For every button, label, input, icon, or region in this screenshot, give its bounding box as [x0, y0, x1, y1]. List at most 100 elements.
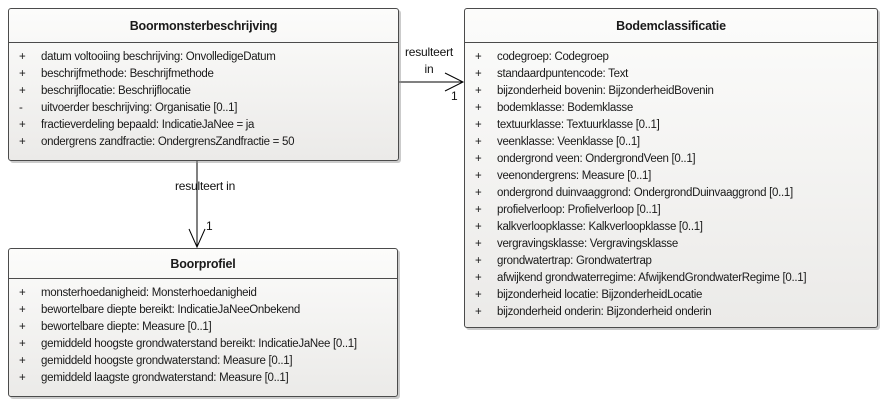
association-target-multiplicity: 1: [451, 89, 458, 103]
attribute-text: ondergrond duinvaaggrond: OndergrondDuin…: [497, 187, 793, 199]
attribute-row: + beschrijfmethode: Beschrijfmethode: [19, 66, 396, 83]
attribute-text: datum voltooiing beschrijving: Onvolledi…: [41, 51, 276, 63]
attribute-row: + beschrijflocatie: Beschrijflocatie: [19, 83, 396, 100]
attribute-row: + veenondergrens: Measure [0..1]: [475, 168, 875, 185]
association-name: resulteert in: [174, 179, 236, 193]
class-box-bodemclassificatie[interactable]: Bodemclassificatie + codegroep: Codegroe…: [464, 8, 878, 328]
attribute-row: + ondergrond veen: OndergrondVeen [0..1]: [475, 151, 875, 168]
attribute-row: + profielverloop: Profielverloop [0..1]: [475, 202, 875, 219]
visibility-symbol: -: [19, 102, 23, 114]
attribute-text: gemiddeld hoogste grondwaterstand: Measu…: [41, 355, 293, 367]
attribute-row: + bijzonderheid onderin: Bijzonderheid o…: [475, 304, 875, 321]
attribute-text: profielverloop: Profielverloop [0..1]: [497, 204, 661, 216]
visibility-symbol: +: [19, 85, 26, 97]
visibility-symbol: +: [475, 85, 482, 97]
class-box-boorprofiel[interactable]: Boorprofiel + monsterhoedanigheid: Monst…: [8, 248, 398, 397]
attribute-text: ondergrond veen: OndergrondVeen [0..1]: [497, 153, 696, 165]
attribute-row: + bewortelbare diepte bereikt: Indicatie…: [19, 302, 395, 319]
association-name-line1: resulteert: [404, 45, 454, 59]
visibility-symbol: +: [19, 51, 26, 63]
attribute-text: veenondergrens: Measure [0..1]: [497, 170, 652, 182]
attribute-text: grondwatertrap: Grondwatertrap: [497, 255, 652, 267]
attribute-row: + grondwatertrap: Grondwatertrap: [475, 253, 875, 270]
visibility-symbol: +: [475, 153, 482, 165]
visibility-symbol: +: [19, 304, 26, 316]
attribute-row: + gemiddeld laagste grondwaterstand: Mea…: [19, 370, 395, 387]
visibility-symbol: +: [19, 321, 26, 333]
attribute-text: gemiddeld laagste grondwaterstand: Measu…: [41, 372, 289, 384]
visibility-symbol: +: [475, 119, 482, 131]
attribute-text: fractieverdeling bepaald: IndicatieJaNee…: [41, 119, 255, 131]
visibility-symbol: +: [475, 306, 482, 318]
attribute-row: + ondergrens zandfractie: OndergrensZand…: [19, 134, 396, 151]
visibility-symbol: +: [19, 355, 26, 367]
attribute-text: bijzonderheid locatie: BijzonderheidLoca…: [497, 289, 703, 301]
association-target-multiplicity: 1: [206, 219, 213, 233]
visibility-symbol: +: [19, 287, 26, 299]
association-name-line2: in: [424, 62, 434, 76]
attribute-text: beschrijfmethode: Beschrijfmethode: [41, 68, 214, 80]
visibility-symbol: +: [475, 187, 482, 199]
visibility-symbol: +: [475, 170, 482, 182]
visibility-symbol: +: [475, 68, 482, 80]
attribute-text: ondergrens zandfractie: OndergrensZandfr…: [41, 136, 295, 148]
class-title: Boormonsterbeschrijving: [9, 9, 398, 43]
attribute-row: + fractieverdeling bepaald: IndicatieJaN…: [19, 117, 396, 134]
visibility-symbol: +: [475, 102, 482, 114]
visibility-symbol: +: [475, 51, 482, 63]
attribute-compartment: + datum voltooiing beschrijving: Onvolle…: [9, 43, 398, 151]
visibility-symbol: +: [475, 255, 482, 267]
attribute-row: + kalkverloopklasse: Kalkverloopklasse […: [475, 219, 875, 236]
attribute-text: bewortelbare diepte bereikt: IndicatieJa…: [41, 304, 300, 316]
visibility-symbol: +: [19, 119, 26, 131]
attribute-row: - uitvoerder beschrijving: Organisatie […: [19, 100, 396, 117]
attribute-text: monsterhoedanigheid: Monsterhoedanigheid: [41, 287, 257, 299]
attribute-text: standaardpuntencode: Text: [497, 68, 629, 80]
visibility-symbol: +: [475, 272, 482, 284]
attribute-row: + veenklasse: Veenklasse [0..1]: [475, 134, 875, 151]
class-box-boormonsterbeschrijving[interactable]: Boormonsterbeschrijving + datum voltooii…: [8, 8, 399, 161]
attribute-row: + textuurklasse: Textuurklasse [0..1]: [475, 117, 875, 134]
visibility-symbol: +: [19, 338, 26, 350]
visibility-symbol: +: [475, 289, 482, 301]
association-boormonsterbeschrijving-to-boorprofiel[interactable]: [188, 161, 206, 249]
attribute-row: + gemiddeld hoogste grondwaterstand bere…: [19, 336, 395, 353]
attribute-text: beschrijflocatie: Beschrijflocatie: [41, 85, 191, 97]
visibility-symbol: +: [475, 238, 482, 250]
visibility-symbol: +: [19, 68, 26, 80]
visibility-symbol: +: [19, 136, 26, 148]
attribute-text: bodemklasse: Bodemklasse: [497, 102, 633, 114]
visibility-symbol: +: [475, 136, 482, 148]
attribute-text: bijzonderheid onderin: Bijzonderheid ond…: [497, 306, 712, 318]
class-title: Bodemclassificatie: [465, 9, 877, 43]
visibility-symbol: +: [475, 221, 482, 233]
attribute-row: + bodemklasse: Bodemklasse: [475, 100, 875, 117]
attribute-row: + vergravingsklasse: Vergravingsklasse: [475, 236, 875, 253]
attribute-row: + afwijkend grondwaterregime: AfwijkendG…: [475, 270, 875, 287]
attribute-row: + bewortelbare diepte: Measure [0..1]: [19, 319, 395, 336]
attribute-text: veenklasse: Veenklasse [0..1]: [497, 136, 640, 148]
attribute-row: + gemiddeld hoogste grondwaterstand: Mea…: [19, 353, 395, 370]
attribute-text: textuurklasse: Textuurklasse [0..1]: [497, 119, 660, 131]
attribute-text: gemiddeld hoogste grondwaterstand bereik…: [41, 338, 357, 350]
attribute-row: + datum voltooiing beschrijving: Onvolle…: [19, 49, 396, 66]
attribute-row: + monsterhoedanigheid: Monsterhoedanighe…: [19, 285, 395, 302]
attribute-text: vergravingsklasse: Vergravingsklasse: [497, 238, 678, 250]
attribute-text: afwijkend grondwaterregime: AfwijkendGro…: [497, 272, 807, 284]
attribute-text: bewortelbare diepte: Measure [0..1]: [41, 321, 212, 333]
attribute-text: kalkverloopklasse: Kalkverloopklasse [0.…: [497, 221, 703, 233]
attribute-row: + bijzonderheid bovenin: BijzonderheidBo…: [475, 83, 875, 100]
attribute-text: bijzonderheid bovenin: BijzonderheidBove…: [497, 85, 714, 97]
open-arrowhead-icon: [188, 228, 206, 249]
attribute-row: + codegroep: Codegroep: [475, 49, 875, 66]
attribute-row: + bijzonderheid locatie: BijzonderheidLo…: [475, 287, 875, 304]
attribute-row: + standaardpuntencode: Text: [475, 66, 875, 83]
attribute-text: codegroep: Codegroep: [497, 51, 609, 63]
class-title: Boorprofiel: [9, 249, 397, 279]
visibility-symbol: +: [19, 372, 26, 384]
attribute-compartment: + codegroep: Codegroep + standaardpunten…: [465, 43, 877, 321]
visibility-symbol: +: [475, 204, 482, 216]
attribute-text: uitvoerder beschrijving: Organisatie [0.…: [41, 102, 238, 114]
attribute-row: + ondergrond duinvaaggrond: OndergrondDu…: [475, 185, 875, 202]
